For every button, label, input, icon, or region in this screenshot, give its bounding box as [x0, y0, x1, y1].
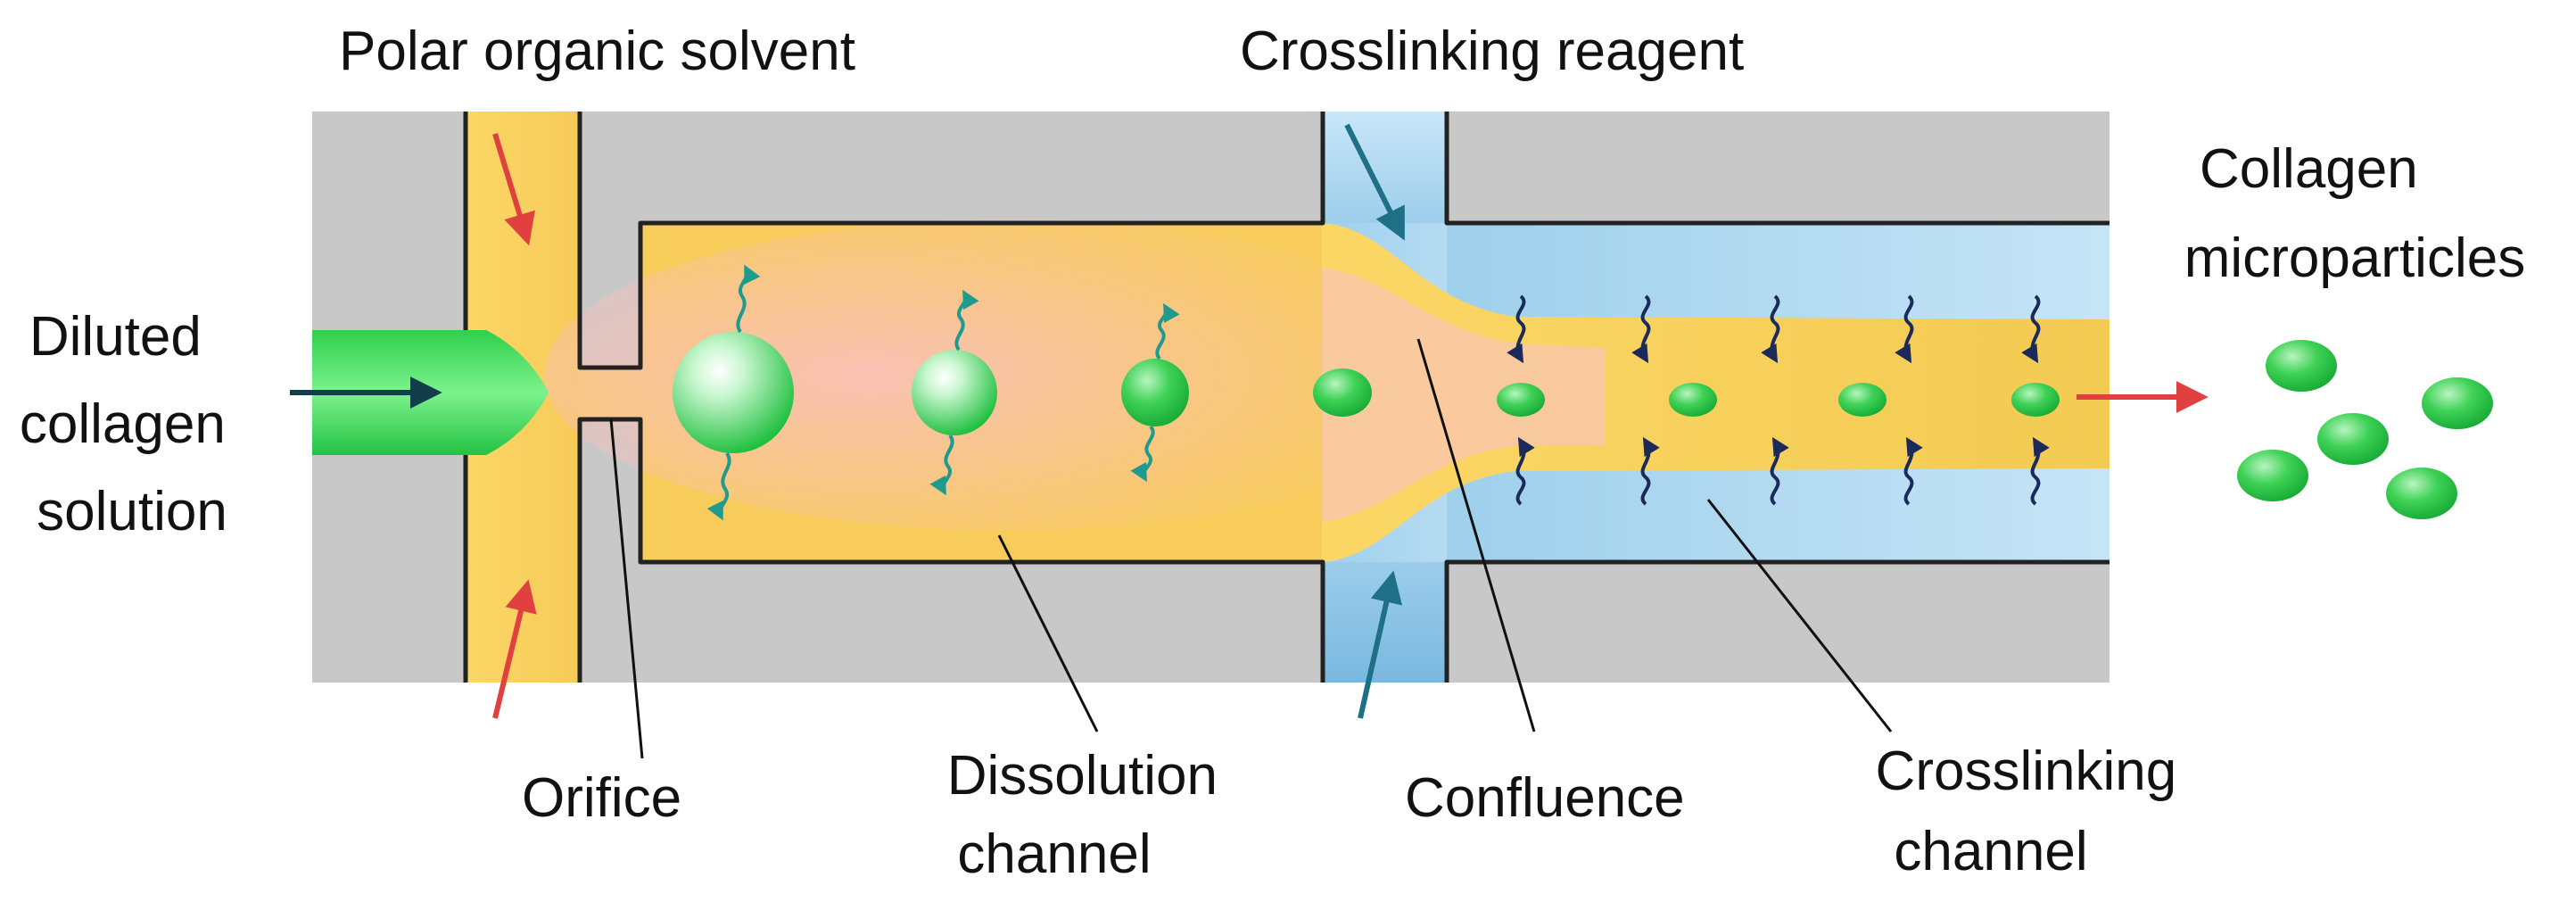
microparticle — [2317, 413, 2389, 465]
label-dissolution-channel: Dissolution channel — [947, 745, 1233, 885]
wall-outlines — [463, 112, 2110, 683]
microparticle — [2422, 377, 2493, 429]
droplet-large — [673, 332, 794, 453]
label-collagen-microparticles: Collagen microparticles — [2184, 138, 2525, 289]
solvent-bottom-arrow — [492, 579, 537, 719]
crosslinked-particle — [1838, 383, 1887, 417]
crosslinked-particle — [2011, 383, 2060, 417]
droplet-small — [1121, 359, 1189, 426]
label-diluted-collagen: Diluted collagen solution — [20, 306, 241, 542]
microparticle — [2386, 468, 2457, 519]
solvent-core-stream — [1322, 223, 2110, 562]
leader-lines — [609, 338, 1893, 759]
label-confluence: Confluence — [1405, 767, 1685, 829]
microparticle — [2237, 450, 2308, 501]
dissolution-pink-zone — [544, 219, 1472, 531]
reagent-bottom-arrow — [1358, 570, 1403, 719]
collected-microparticles — [2237, 340, 2493, 519]
microparticle — [2266, 340, 2337, 392]
crosslinking-outer-wall-top — [1447, 112, 2110, 223]
confluence-pink-zone — [1322, 268, 1606, 522]
reagent-top-arrow — [1344, 123, 1405, 241]
diffusion-arrows — [706, 264, 1180, 521]
droplet-condensed — [1313, 368, 1372, 417]
reagent-top-inlet — [1322, 112, 1447, 228]
label-crosslinking-reagent: Crosslinking reagent — [1240, 21, 1744, 82]
label-crosslinking-channel: Crosslinking channel — [1876, 741, 2192, 882]
crosslink-arrows — [1507, 294, 2050, 506]
crosslinked-particle — [1669, 383, 1717, 417]
crosslinking-outer-wall-bottom — [1447, 562, 2110, 683]
droplet-medium — [912, 350, 997, 435]
crosslinked-particle — [1497, 383, 1545, 417]
label-polar-solvent: Polar organic solvent — [339, 21, 855, 82]
label-orifice: Orifice — [522, 767, 681, 829]
solvent-top-arrow — [492, 133, 535, 246]
